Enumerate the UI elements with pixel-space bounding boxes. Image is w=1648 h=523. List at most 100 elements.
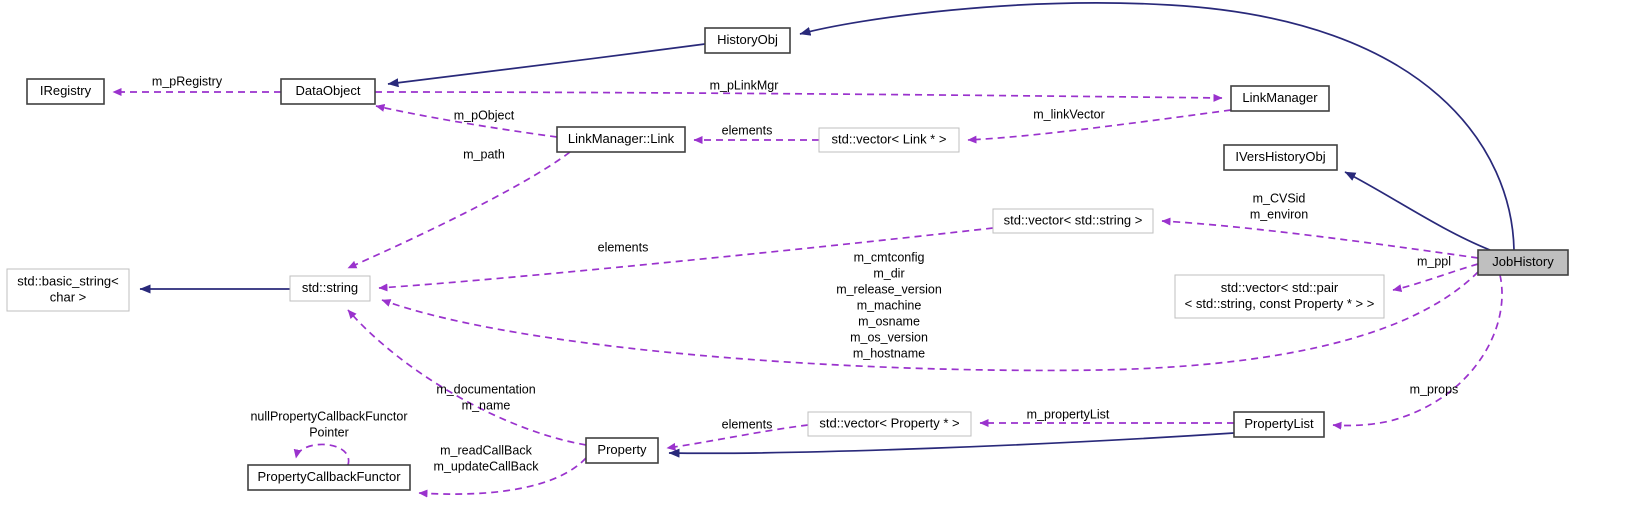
edge-label-LinkManager-DataObject: m_pLinkMgr (710, 78, 779, 92)
edge-label-JobHistory-StdString: m_cmtconfig m_dir m_release_version m_machi… (836, 250, 942, 360)
edge-label-LinkManagerLink-DataObject: m_pObject (454, 108, 515, 122)
node-box-JobHistory (1477, 249, 1569, 276)
node-box-HistoryObj (704, 27, 791, 54)
edge-label-text: m_os_version (850, 330, 928, 344)
edge-jobhistory-iversihistoryobj (1344, 171, 1491, 251)
edge-m_pObject (375, 103, 558, 138)
edge-label-PropertyList-VectorPropertyPtr: m_propertyList (1027, 407, 1110, 421)
edge-label-text: m_documentation (436, 382, 535, 396)
edge-label-text: m_path (463, 147, 505, 161)
edge-label-text: m_updateCallBack (434, 459, 540, 473)
node-box-StdString (289, 275, 371, 302)
edge-m_props (1332, 274, 1503, 430)
node-layer: IRegistry DataObject HistoryObjLinkManager… (6, 27, 1569, 491)
edge-label-JobHistory-PropertyList: m_props (1410, 382, 1459, 396)
edge-label-layer: m_pRegistry m_pLinkMgr m_pObject elements m_… (152, 74, 1458, 473)
node-HistoryObj[interactable]: HistoryObj (704, 27, 791, 54)
node-label-VectorLinkPtr: std::vector< Link * > (832, 131, 947, 146)
node-label-VectorPair: std::vector< std::pair (1221, 280, 1339, 295)
edge-label-LinkManagerLink-StdString: m_path (463, 147, 505, 161)
node-box-VectorLinkPtr (818, 127, 960, 153)
edge-label-text: m_linkVector (1033, 107, 1105, 121)
node-LinkManager[interactable]: LinkManager (1230, 85, 1330, 112)
node-PropertyCallbackFunctor[interactable]: PropertyCallbackFunctor (247, 464, 411, 491)
node-label-PropertyCallbackFunctor: PropertyCallbackFunctor (257, 469, 401, 484)
node-label-IVersHistoryObj: IVersHistoryObj (1235, 149, 1325, 164)
node-JobHistory[interactable]: JobHistory (1477, 249, 1569, 276)
edge-label-text: m_propertyList (1027, 407, 1110, 421)
edge-label-LinkManager-VectorLinkPtr: m_linkVector (1033, 107, 1105, 121)
node-label-JobHistory: JobHistory (1492, 254, 1554, 269)
edge-label-text: m_readCallBack (440, 443, 532, 457)
edge-elements-property (666, 424, 809, 451)
edge-label-text: elements (598, 240, 649, 254)
edge-label-text: Pointer (309, 425, 349, 439)
edge-label-Property-PropertyCallbackFunctor: m_readCallBack m_updateCallBack (434, 443, 540, 473)
node-VectorPair[interactable]: std::vector< std::pair< std::string, con… (1174, 274, 1385, 319)
edge-label-text: m_hostname (853, 346, 925, 360)
edge-jobhistory-historyobj (799, 2, 1515, 251)
node-IRegistry[interactable]: IRegistry (26, 78, 105, 105)
edge-elements-string (378, 227, 994, 292)
node-label-IRegistry: IRegistry (40, 83, 92, 98)
edge-label-Property-StdString: m_documentation m_name (436, 382, 535, 412)
node-VectorPropertyPtr[interactable]: std::vector< Property * > (807, 411, 972, 437)
edge-label-VectorString-StdString: elements (598, 240, 649, 254)
edge-label-text: elements (722, 123, 773, 137)
node-box-IVersHistoryObj (1223, 144, 1338, 171)
node-label-VectorString: std::vector< std::string > (1004, 212, 1143, 227)
edge-label-text: elements (722, 417, 773, 431)
edge-label-text: m_props (1410, 382, 1459, 396)
edge-label-VectorPropertyPtr-Property: elements (722, 417, 773, 431)
edge-historyobj-dataobject (387, 43, 706, 88)
node-label-BasicString: char > (50, 289, 87, 304)
node-box-PropertyCallbackFunctor (247, 464, 411, 491)
edge-label-text: m_machine (857, 298, 922, 312)
edge-layer (112, 2, 1515, 498)
node-box-PropertyList (1233, 411, 1325, 438)
node-box-BasicString (6, 268, 130, 312)
edge-label-DataObject-IRegistry: m_pRegistry (152, 74, 223, 88)
node-label-VectorPropertyPtr: std::vector< Property * > (819, 415, 959, 430)
node-LinkManagerLink[interactable]: LinkManager::Link (556, 126, 686, 153)
node-box-Property (585, 437, 659, 464)
edge-label-JobHistory-VectorPair: m_ppl (1417, 254, 1451, 268)
edge-label-text: nullPropertyCallbackFunctor (250, 409, 407, 423)
edge-m_pLinkMgr (374, 91, 1223, 102)
node-StdString[interactable]: std::string (289, 275, 371, 302)
node-BasicString[interactable]: std::basic_string<char > (6, 268, 130, 312)
edge-m_documentation-m_name (347, 309, 587, 446)
node-VectorString[interactable]: std::vector< std::string > (992, 208, 1154, 234)
edge-label-text: m_ppl (1417, 254, 1451, 268)
edge-label-text: m_pObject (454, 108, 515, 122)
edge-label-VectorLinkPtr-LinkManagerLink: elements (722, 123, 773, 137)
node-box-IRegistry (26, 78, 105, 105)
node-box-VectorString (992, 208, 1154, 234)
edge-label-text: m_dir (873, 266, 904, 280)
edge-label-text: m_environ (1250, 207, 1308, 221)
node-DataObject[interactable]: DataObject (280, 78, 376, 105)
edge-label-text: m_cmtconfig (854, 250, 925, 264)
node-label-VectorPair: < std::string, const Property * > > (1185, 296, 1375, 311)
node-VectorLinkPtr[interactable]: std::vector< Link * > (818, 127, 960, 153)
node-PropertyList[interactable]: PropertyList (1233, 411, 1325, 438)
edge-nullpropertycallbackfunctorpointer (293, 443, 350, 466)
edge-m_linkVector (967, 109, 1232, 144)
node-label-BasicString: std::basic_string< (17, 273, 119, 288)
edge-label-text: m_pRegistry (152, 74, 223, 88)
node-box-DataObject (280, 78, 376, 105)
node-label-PropertyList: PropertyList (1244, 416, 1314, 431)
edge-label-text: m_release_version (836, 282, 942, 296)
node-box-VectorPair (1174, 274, 1385, 319)
edge-label-text: m_pLinkMgr (710, 78, 779, 92)
node-IVersHistoryObj[interactable]: IVersHistoryObj (1223, 144, 1338, 171)
edge-label-text: m_name (462, 398, 511, 412)
node-box-VectorPropertyPtr (807, 411, 972, 437)
node-Property[interactable]: Property (585, 437, 659, 464)
node-label-DataObject: DataObject (295, 83, 360, 98)
node-box-LinkManager (1230, 85, 1330, 112)
edge-m_CVSid-m_environ (1161, 217, 1479, 259)
edge-m_path (347, 151, 571, 269)
